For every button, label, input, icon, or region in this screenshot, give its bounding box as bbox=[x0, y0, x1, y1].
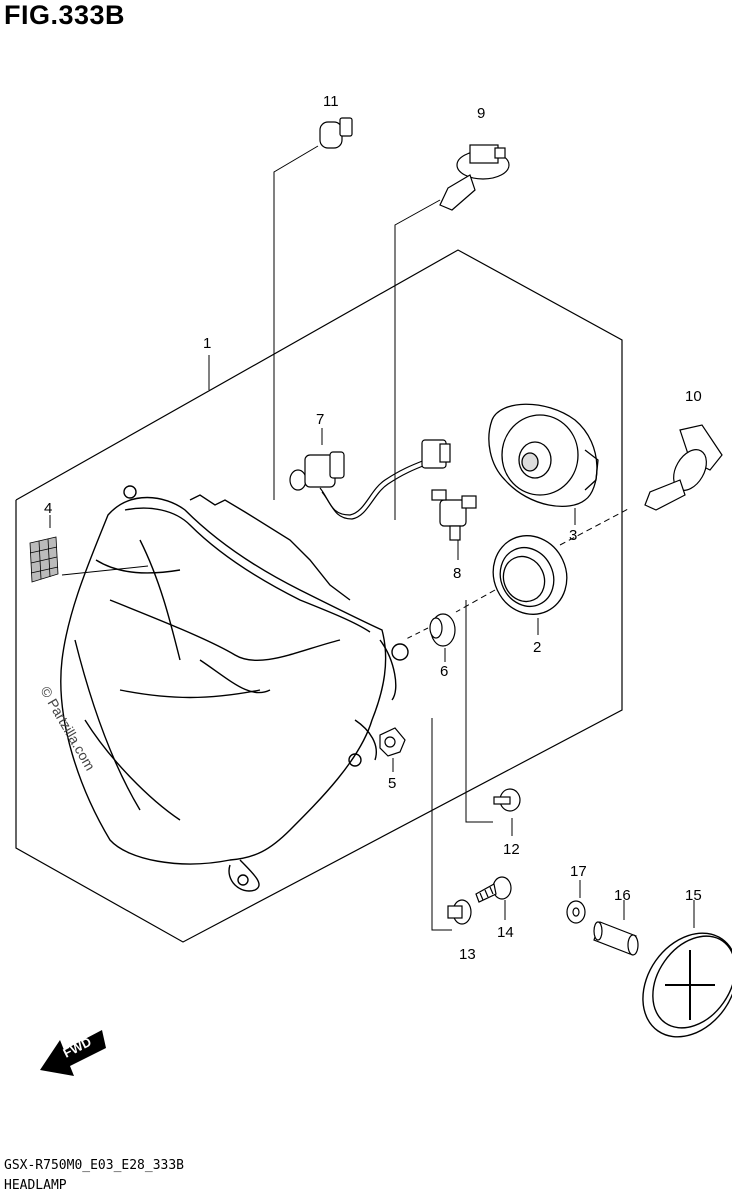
figure-name: HEADLAMP bbox=[4, 1178, 67, 1193]
reflector-plate bbox=[29, 536, 59, 583]
watermark: © Partzilla.com bbox=[37, 684, 98, 774]
seal-ring bbox=[492, 535, 568, 615]
grommet bbox=[429, 613, 456, 647]
callout-4: 4 bbox=[44, 500, 52, 517]
washer-17 bbox=[566, 900, 586, 924]
callout-17: 17 bbox=[570, 863, 587, 880]
callout-1: 1 bbox=[203, 335, 211, 352]
headlight-bulb-9 bbox=[439, 144, 510, 211]
socket-8 bbox=[431, 489, 477, 541]
callout-9: 9 bbox=[477, 105, 485, 122]
callout-14: 14 bbox=[497, 924, 514, 941]
callout-16: 16 bbox=[614, 887, 631, 904]
callout-13: 13 bbox=[459, 946, 476, 963]
figure-code: GSX-R750M0_E03_E28_333B bbox=[4, 1158, 185, 1173]
callout-3: 3 bbox=[569, 527, 577, 544]
leader-lines bbox=[49, 145, 695, 931]
cover-cap-15 bbox=[642, 932, 732, 1038]
callout-15: 15 bbox=[685, 887, 702, 904]
callout-6: 6 bbox=[440, 663, 448, 680]
screw-12 bbox=[493, 788, 521, 812]
callout-7: 7 bbox=[316, 411, 324, 428]
projector-cup bbox=[488, 403, 599, 507]
assembly-outline bbox=[15, 249, 623, 943]
callout-12: 12 bbox=[503, 841, 520, 858]
callout-5: 5 bbox=[388, 775, 396, 792]
callout-labels: 1 2 3 4 5 6 7 8 9 10 11 12 13 14 15 16 1… bbox=[44, 93, 702, 963]
callout-10: 10 bbox=[685, 388, 702, 405]
bolt-14 bbox=[475, 876, 512, 903]
headlamp-housing bbox=[60, 485, 409, 892]
nut-13 bbox=[447, 899, 472, 925]
headlight-bulb-10 bbox=[644, 424, 723, 511]
figure-title: FIG.333B bbox=[4, 0, 126, 30]
socket-wiring bbox=[289, 439, 451, 520]
nut-5 bbox=[379, 727, 406, 757]
spacer-16 bbox=[593, 921, 639, 956]
callout-2: 2 bbox=[533, 639, 541, 656]
position-bulb bbox=[319, 117, 353, 149]
fwd-arrow-icon: FWD bbox=[40, 1030, 106, 1076]
callout-8: 8 bbox=[453, 565, 461, 582]
callout-11: 11 bbox=[323, 93, 339, 110]
